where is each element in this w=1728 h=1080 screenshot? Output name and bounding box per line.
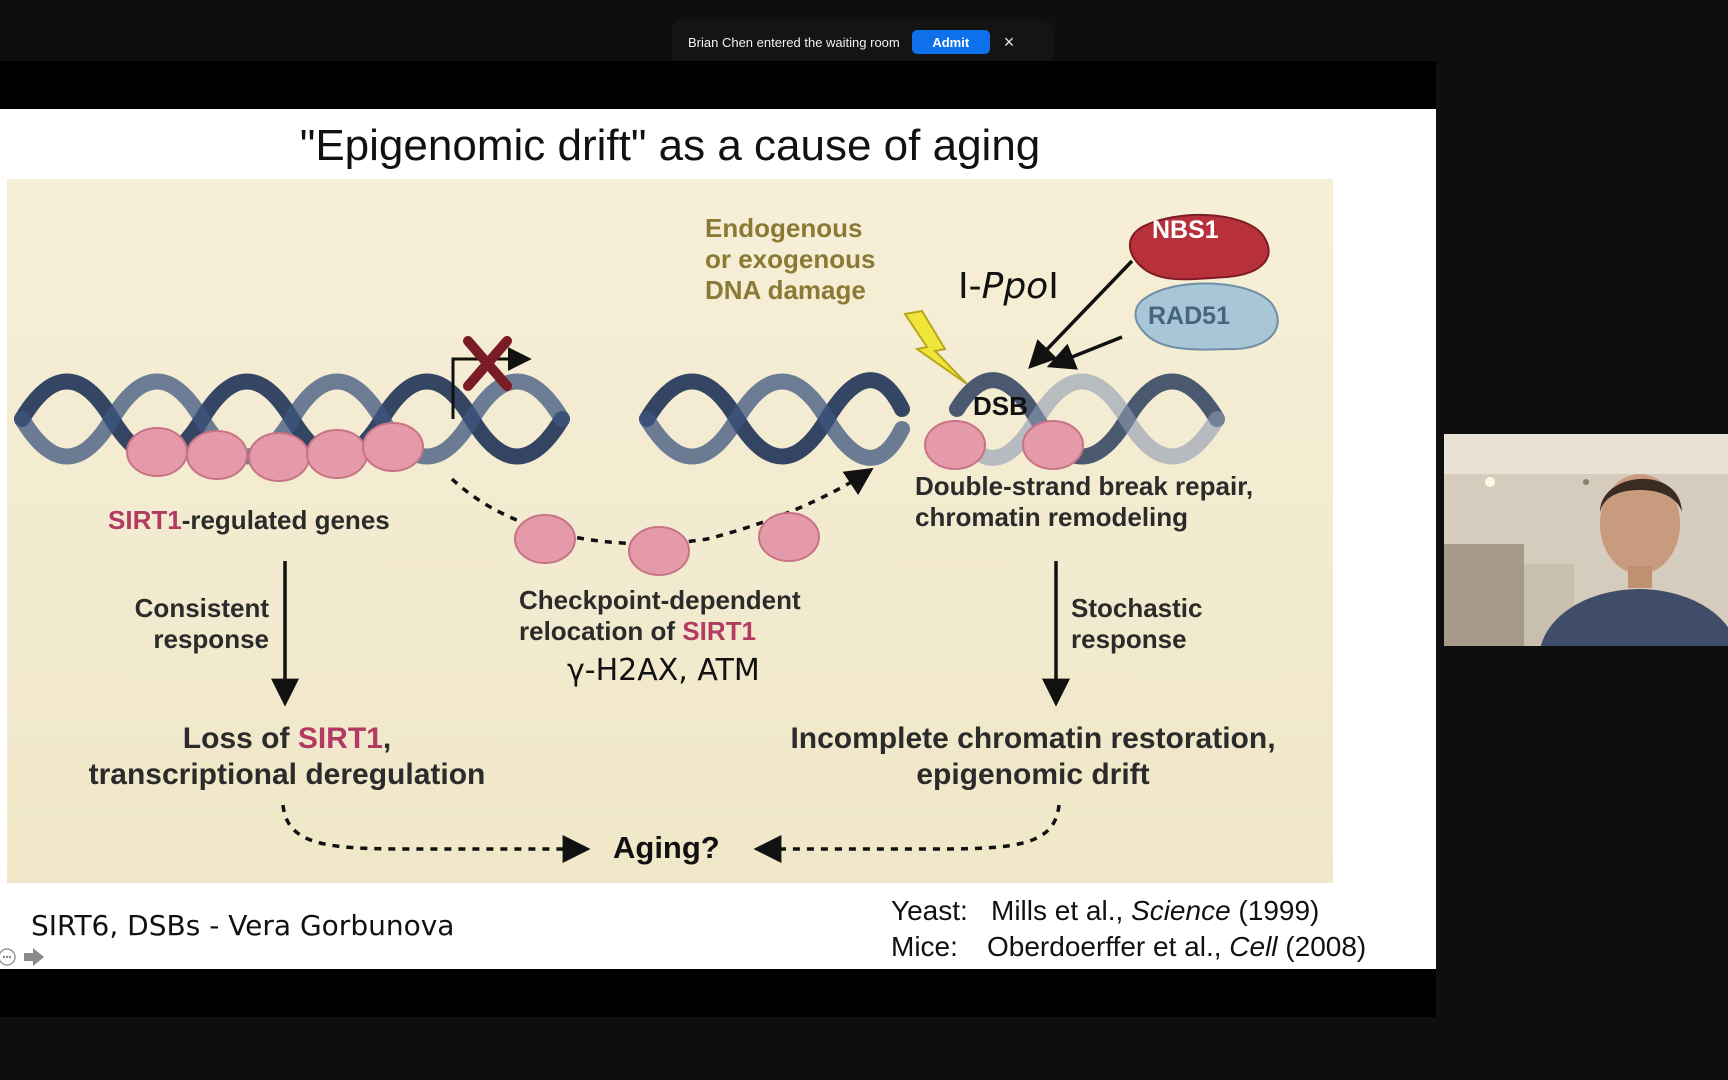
nbs1-protein: [1128, 213, 1270, 281]
shared-screen-top-bar: [0, 61, 1436, 109]
close-icon[interactable]: ×: [1003, 32, 1015, 52]
repair-label: Double-strand break repair, chromatin re…: [915, 471, 1254, 533]
h2ax-label: γ-H2AX, ATM: [567, 653, 760, 688]
consistent-response-label: Consistent response: [134, 593, 269, 655]
stochastic-response-label: Stochastic response: [1071, 593, 1203, 655]
shared-slide: "Epigenomic drift" as a cause of aging: [0, 109, 1436, 969]
shared-screen-bottom-bar: [0, 969, 1436, 1017]
slide-controls[interactable]: [0, 945, 48, 969]
rad51-protein: [1134, 282, 1279, 351]
loss-label: Loss of SIRT1, transcriptional deregulat…: [88, 722, 486, 791]
nbs1-label: NBS1: [1152, 216, 1219, 244]
lightning-icon: [903, 309, 968, 385]
footer-credit: SIRT6, DSBs - Vera Gorbunova: [31, 909, 455, 942]
references: Yeast:Mills et al., Science (1999) Mice:…: [891, 893, 1366, 965]
dsb-label: DSB: [973, 391, 1028, 421]
admit-button[interactable]: Admit: [911, 30, 990, 54]
reference-yeast: Yeast:Mills et al., Science (1999): [891, 895, 1320, 926]
waiting-room-notification: Brian Chen entered the waiting room Admi…: [672, 20, 1053, 64]
figure-graphics: [14, 213, 1279, 863]
sirt1-genes-label: SIRT1-regulated genes: [108, 505, 390, 535]
block-x-icon: [463, 336, 512, 391]
reference-mice: Mice:Oberdoerffer et al., Cell (2008): [891, 931, 1367, 962]
blocked-promoter: [451, 347, 532, 419]
aging-label: Aging?: [613, 830, 720, 865]
notification-text: Brian Chen entered the waiting room: [688, 34, 900, 50]
slide-figure: Endogenous or exogenous DNA damage I-Ppo…: [7, 179, 1333, 883]
nucleosomes-right: [924, 420, 1084, 470]
slide-title: "Epigenomic drift" as a cause of aging: [299, 121, 1041, 170]
relocating-sirt1: [514, 512, 820, 576]
participant-avatar-image: [1444, 434, 1728, 646]
participant-video[interactable]: [1444, 434, 1728, 646]
dna-helix-right: [639, 372, 1225, 466]
rad51-label: RAD51: [1148, 302, 1230, 330]
checkpoint-label: Checkpoint-dependent relocation of SIRT1: [519, 585, 801, 647]
enzyme-label: I-PpoI: [958, 266, 1059, 307]
incomplete-restoration-label: Incomplete chromatin restoration, epigen…: [790, 722, 1276, 791]
dna-helix-left: [14, 373, 570, 465]
next-slide-icon: [24, 948, 44, 966]
damage-label: Endogenous or exogenous DNA damage: [705, 213, 876, 306]
nucleosomes-left: [126, 422, 424, 482]
